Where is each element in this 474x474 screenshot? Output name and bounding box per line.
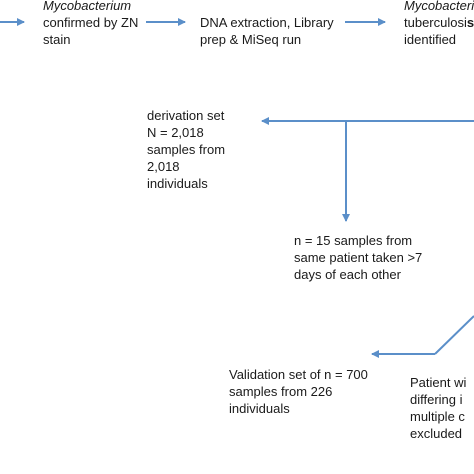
node-patient-excluded: Patient wi differing i multiple c exclud… (410, 374, 466, 442)
node-mtb-identified-line-2: tuberculosis (404, 14, 474, 31)
node-same-patient-line-1: n = 15 samples from (294, 233, 413, 248)
node-patient-excluded-line-2: differing i (410, 392, 463, 407)
node-patient-excluded-line-1: Patient wi (410, 375, 467, 390)
node-derivation-set-line-5: individuals (147, 176, 208, 191)
node-zn-stain: Mycobacterium confirmed by ZN stain (43, 0, 138, 48)
node-derivation-set-line-4: 2,018 (147, 159, 180, 174)
arrow-diagonal-branch (434, 315, 474, 355)
node-zn-stain-line-2: confirmed by ZN (43, 15, 139, 30)
node-zn-stain-line-1: Mycobacterium (43, 0, 132, 13)
node-validation-set-line-2: samples from 226 (229, 384, 333, 399)
node-same-patient: n = 15 samples from same patient taken >… (294, 232, 422, 283)
node-mtb-identified: Mycobacterium tuberculosis identified (404, 0, 474, 48)
node-mtb-identified-line-1: Mycobacterium (404, 0, 474, 13)
node-patient-excluded-line-4: excluded (410, 426, 463, 441)
node-zn-stain-line-3: stain (43, 32, 71, 47)
node-derivation-set-line-1: derivation set (147, 108, 225, 123)
node-validation-set: Validation set of n = 700 samples from 2… (229, 366, 368, 417)
node-validation-set-line-1: Validation set of n = 700 (229, 367, 368, 382)
node-validation-set-line-3: individuals (229, 401, 290, 416)
node-same-patient-line-3: days of each other (294, 267, 401, 282)
node-dna-extraction-line-1: DNA extraction, Library (200, 15, 334, 30)
node-mtb-identified-line-2a: tuberculosi (404, 15, 467, 30)
node-dna-extraction-line-2: prep & MiSeq run (200, 32, 302, 47)
node-dna-extraction: DNA extraction, Library prep & MiSeq run (200, 14, 334, 48)
node-patient-excluded-line-3: multiple c (410, 409, 465, 424)
node-derivation-set: derivation set N = 2,018 samples from 2,… (147, 107, 225, 192)
node-mtb-identified-line-2b: s (466, 15, 474, 30)
node-derivation-set-line-2: N = 2,018 (147, 125, 204, 140)
node-derivation-set-line-3: samples from (147, 142, 226, 157)
node-mtb-identified-line-3: identified (404, 32, 457, 47)
node-same-patient-line-2: same patient taken >7 (294, 250, 423, 265)
